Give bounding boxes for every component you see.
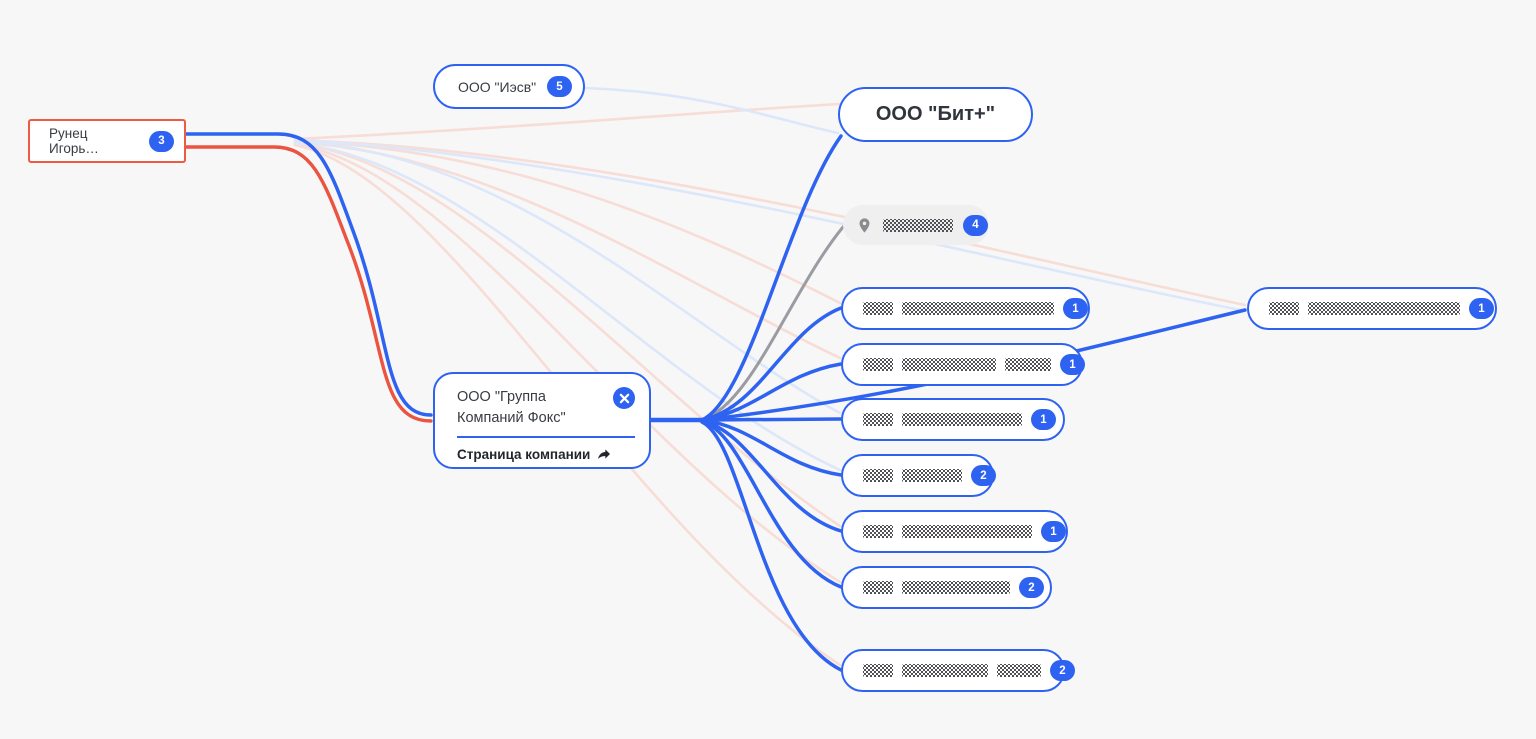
dimmed-edges [293, 86, 1247, 667]
affiliate-5-badge: 1 [1041, 521, 1066, 542]
person-badge: 3 [149, 130, 174, 152]
fox-title: ООО "Группа Компаний Фокс" [457, 389, 566, 426]
node-location[interactable]: 4 [843, 205, 989, 245]
redacted-text [863, 664, 1041, 677]
node-affiliate-7[interactable]: 2 [841, 649, 1075, 692]
edge-iesv-bitplus-dim [583, 86, 840, 135]
edge-fox-location [700, 225, 845, 422]
redacted-text [863, 525, 1032, 538]
affiliate-far-badge: 1 [1469, 298, 1494, 319]
node-affiliate-6[interactable]: 2 [841, 566, 1052, 609]
bit-plus-label: ООО "Бит+" [875, 103, 996, 125]
node-person[interactable]: Рунец Игорь… 3 [28, 119, 186, 163]
fox-divider [457, 436, 635, 438]
affiliate-7-badge: 2 [1050, 660, 1075, 681]
redacted-text [863, 469, 962, 482]
node-bit-plus[interactable]: ООО "Бит+" [838, 87, 1033, 142]
close-node-button[interactable] [613, 387, 635, 409]
redacted-text [863, 413, 1022, 426]
location-pin-icon [859, 217, 870, 233]
node-affiliate-far[interactable]: 1 [1247, 287, 1497, 330]
affiliate-4-badge: 2 [971, 465, 996, 486]
iesv-badge: 5 [547, 76, 572, 97]
redacted-text [863, 302, 1054, 315]
company-page-link[interactable]: Страница компании [457, 446, 635, 462]
redacted-text [1269, 302, 1460, 315]
affiliate-2-badge: 1 [1060, 354, 1085, 375]
forward-arrow-icon [598, 449, 611, 459]
node-affiliate-4[interactable]: 2 [841, 454, 996, 497]
edge-person-fox-red [183, 145, 433, 423]
node-affiliate-3[interactable]: 1 [841, 398, 1065, 441]
node-affiliate-1[interactable]: 1 [841, 287, 1090, 330]
node-fox[interactable]: ООО "Группа Компаний Фокс" Страница комп… [433, 372, 651, 469]
node-iesv[interactable]: ООО "Иэсв" 5 [433, 64, 585, 109]
company-page-link-label: Страница компании [457, 446, 591, 462]
affiliate-3-badge: 1 [1031, 409, 1056, 430]
iesv-label: ООО "Иэсв" [458, 78, 537, 95]
edge-person-fox-blue [183, 132, 433, 417]
affiliate-6-badge: 2 [1019, 577, 1044, 598]
node-affiliate-2[interactable]: 1 [841, 343, 1085, 386]
close-icon [619, 393, 629, 403]
redacted-text [883, 218, 953, 232]
node-affiliate-5[interactable]: 1 [841, 510, 1068, 553]
redacted-text [863, 581, 1010, 594]
redacted-text [863, 358, 1051, 371]
location-badge: 4 [963, 214, 988, 236]
affiliate-1-badge: 1 [1063, 298, 1088, 319]
person-label: Рунец Игорь… [49, 126, 99, 156]
